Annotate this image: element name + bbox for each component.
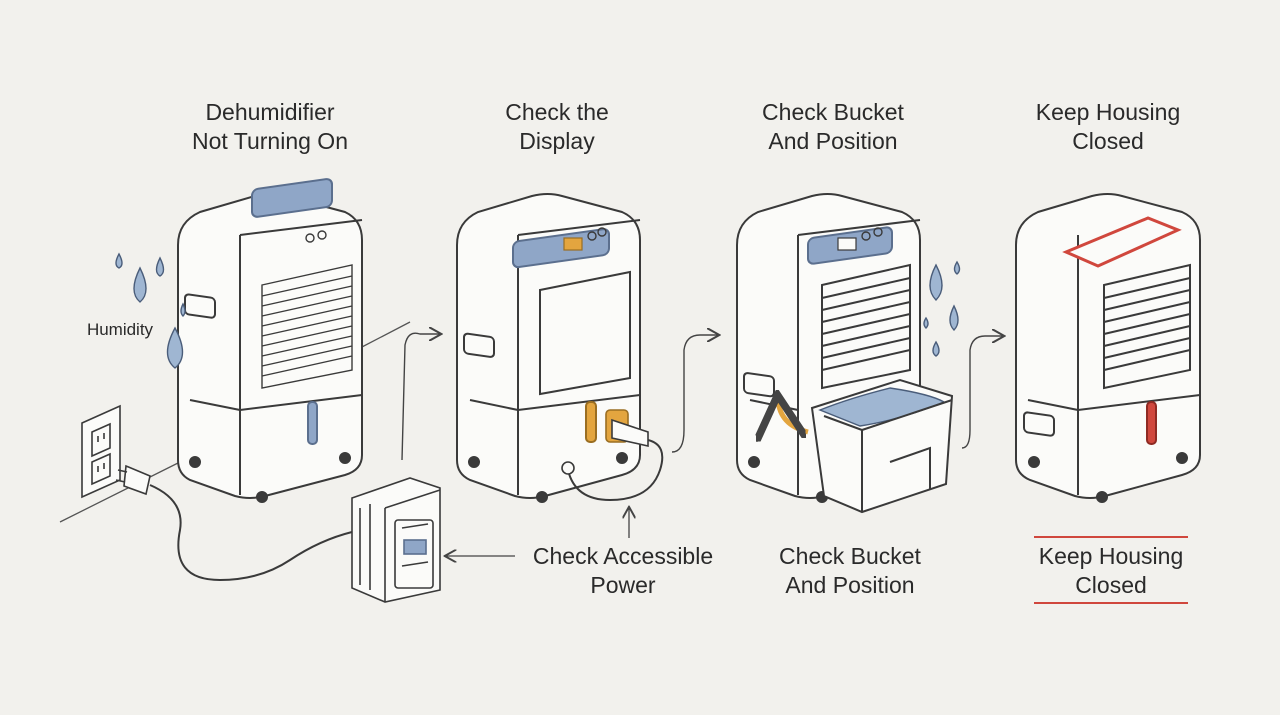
housing-check-line1: Keep Housing (1038, 543, 1184, 569)
dehumidifier-unit-2 (456, 193, 641, 503)
housing-check-line2: Closed (1075, 572, 1147, 598)
step-title-3-line2: And Position (768, 128, 898, 154)
step-title-2-line1: Check the (505, 99, 609, 125)
dehumidifier-unit-4 (1015, 193, 1201, 503)
power-check-line2: Power (590, 572, 656, 598)
step-title-4-line2: Closed (1072, 128, 1144, 154)
vent-grille-1 (261, 264, 353, 389)
bucket-insert-arrow (778, 400, 809, 432)
step-title-4-line1: Keep Housing (1035, 99, 1181, 125)
bucket-check-line1: Check Bucket (779, 543, 921, 569)
power-check-line1: Check Accessible (532, 543, 714, 569)
step-title-2: Check the Display (442, 98, 672, 156)
power-plug (115, 464, 151, 496)
power-cord-2 (567, 439, 664, 502)
step-title-3: Check Bucket And Position (718, 98, 948, 156)
step-title-3-line1: Check Bucket (762, 99, 904, 125)
bucket-check-line2: And Position (785, 572, 915, 598)
power-cord-1 (149, 484, 353, 582)
housing-check-label: Keep Housing Closed (996, 542, 1226, 600)
housing-bottom-rule (1034, 602, 1188, 604)
power-check-label: Check Accessible Power (508, 542, 738, 600)
cord-inlet-base (561, 461, 575, 475)
step-arrow-1 (401, 333, 440, 461)
step-title-2-line2: Display (519, 128, 595, 154)
step-title-1-line1: Dehumidifier (205, 99, 335, 125)
humidity-label: Humidity (86, 320, 154, 339)
step-title-4: Keep Housing Closed (993, 98, 1223, 156)
wall-outlet (81, 404, 121, 499)
step-title-1-line2: Not Turning On (192, 128, 348, 154)
water-droplets-1 (115, 252, 186, 369)
housing-top-rule (1034, 536, 1188, 538)
water-bucket (810, 378, 954, 514)
step-arrow-3 (961, 336, 1003, 449)
floor-line (59, 321, 411, 523)
power-inlet-highlight (605, 409, 649, 447)
bucket-check-label: Check Bucket And Position (735, 542, 965, 600)
step-arrow-2 (671, 335, 718, 453)
step-title-1: Dehumidifier Not Turning On (155, 98, 385, 156)
water-droplets-3 (923, 260, 961, 357)
breaker-panel (351, 477, 441, 603)
